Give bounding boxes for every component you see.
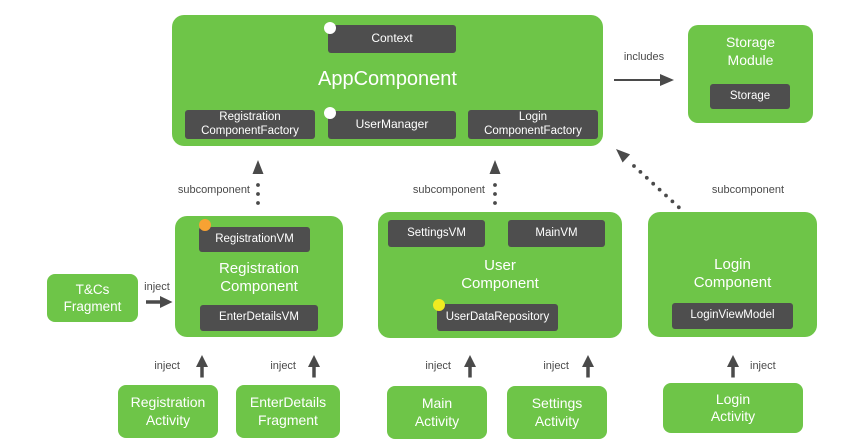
inject-label-registration-activity: inject — [154, 360, 180, 372]
context-module-chip: Context — [328, 25, 456, 53]
enter-details-vm-chip: EnterDetailsVM — [200, 305, 318, 331]
includes-label: includes — [623, 51, 665, 63]
inject-label-enterdetails-fragment: inject — [270, 360, 296, 372]
subcomponent-label-login: subcomponent — [711, 184, 785, 196]
login-component-title: Login Component — [693, 256, 772, 291]
inject-arrow-enterdetails-fragment — [308, 355, 320, 378]
includes-arrow — [614, 74, 674, 86]
login-component-factory-chip: Login ComponentFactory — [468, 110, 598, 139]
storage-chip: Storage — [710, 84, 790, 109]
login-view-model-chip: LoginViewModel — [672, 303, 793, 329]
subcomponent-arrow-login — [616, 149, 681, 210]
settings-activity-box: Settings Activity — [507, 386, 607, 439]
main-vm-chip: MainVM — [508, 220, 605, 247]
subcomponent-arrow-user — [489, 160, 501, 205]
tcs-fragment-box: T&Cs Fragment — [47, 274, 138, 322]
settings-vm-chip: SettingsVM — [388, 220, 485, 247]
inject-arrow-settings-activity — [582, 355, 594, 378]
user-manager-chip: UserManager — [328, 111, 456, 139]
inject-arrow-login-activity — [727, 355, 739, 378]
inject-label-main-activity: inject — [425, 360, 451, 372]
registration-component-title: Registration Component — [218, 260, 300, 295]
inject-label-tcs: inject — [144, 281, 170, 293]
scope-dot-registration-vm-icon — [199, 219, 211, 231]
subcomponent-arrow-registration — [252, 160, 264, 205]
enter-details-fragment-box: EnterDetails Fragment — [236, 385, 340, 438]
subcomponent-label-user: subcomponent — [412, 184, 485, 196]
inject-arrow-registration-activity — [196, 355, 208, 378]
storage-module-title: Storage Module — [725, 34, 776, 68]
scope-dot-user-data-repository-icon — [433, 299, 445, 311]
main-activity-box: Main Activity — [387, 386, 487, 439]
inject-label-settings-activity: inject — [543, 360, 569, 372]
login-activity-box: Login Activity — [663, 383, 803, 433]
registration-vm-chip: RegistrationVM — [199, 227, 310, 252]
user-component-title: User Component — [461, 257, 539, 292]
registration-component-factory-chip: Registration ComponentFactory — [185, 110, 315, 139]
inject-arrow-main-activity — [464, 355, 476, 378]
scope-dot-context-icon — [324, 22, 336, 34]
user-data-repository-chip: UserDataRepository — [437, 304, 558, 331]
registration-activity-box: Registration Activity — [118, 385, 218, 438]
inject-arrow-tcs — [146, 296, 173, 308]
scope-dot-user-manager-icon — [324, 107, 336, 119]
inject-label-login-activity: inject — [750, 360, 776, 372]
app-component-title: AppComponent — [318, 68, 457, 90]
subcomponent-label-registration: subcomponent — [177, 184, 250, 196]
